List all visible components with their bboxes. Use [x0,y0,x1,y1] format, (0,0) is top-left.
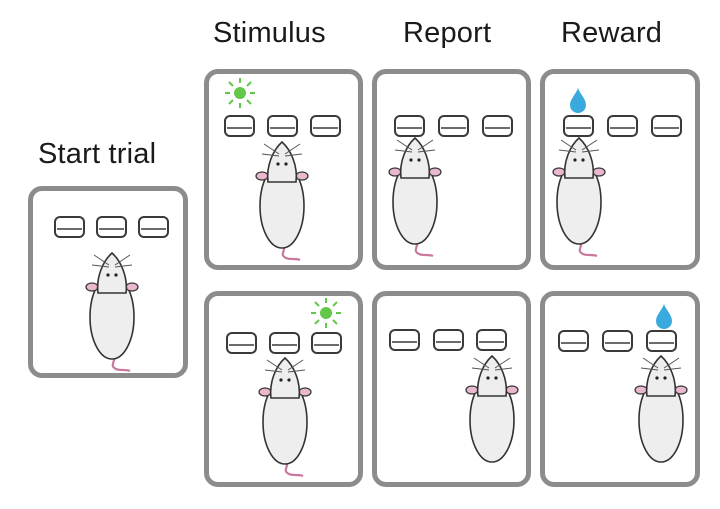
panel-report-left [372,69,531,270]
port-right-icon [310,115,341,137]
port-right-icon [311,332,342,354]
mouse-icon [552,136,606,258]
port-center-icon [602,330,633,352]
heading-start-trial: Start trial [38,138,157,170]
port-right-icon [646,330,677,352]
water-drop-icon [570,88,586,113]
panel-reward-left [540,69,700,270]
port-center-icon [267,115,298,137]
port-right-icon [482,115,513,137]
panel-report-right [372,291,531,487]
mouse-icon [258,356,312,478]
panel-stimulus-left [204,69,363,270]
port-left-icon [54,216,85,238]
port-right-icon [651,115,682,137]
panel-start-trial [28,186,188,378]
mouse-icon [465,354,519,463]
light-icon [225,78,255,108]
port-left-icon [226,332,257,354]
mouse-icon [85,251,139,373]
port-center-icon [607,115,638,137]
heading-stimulus: Stimulus [213,17,326,49]
mouse-icon [255,140,309,262]
panel-stimulus-right [204,291,363,487]
port-right-icon [476,329,507,351]
port-right-icon [138,216,169,238]
port-center-icon [433,329,464,351]
light-icon [311,298,341,328]
port-left-icon [224,115,255,137]
port-left-icon [389,329,420,351]
port-center-icon [96,216,127,238]
water-drop-icon [656,304,672,329]
port-left-icon [394,115,425,137]
mouse-icon [388,136,442,258]
port-center-icon [438,115,469,137]
port-center-icon [269,332,300,354]
panel-reward-right [540,291,700,487]
port-left-icon [563,115,594,137]
heading-reward: Reward [561,17,663,49]
mouse-icon [634,354,688,463]
heading-report: Report [403,17,492,49]
port-left-icon [558,330,589,352]
